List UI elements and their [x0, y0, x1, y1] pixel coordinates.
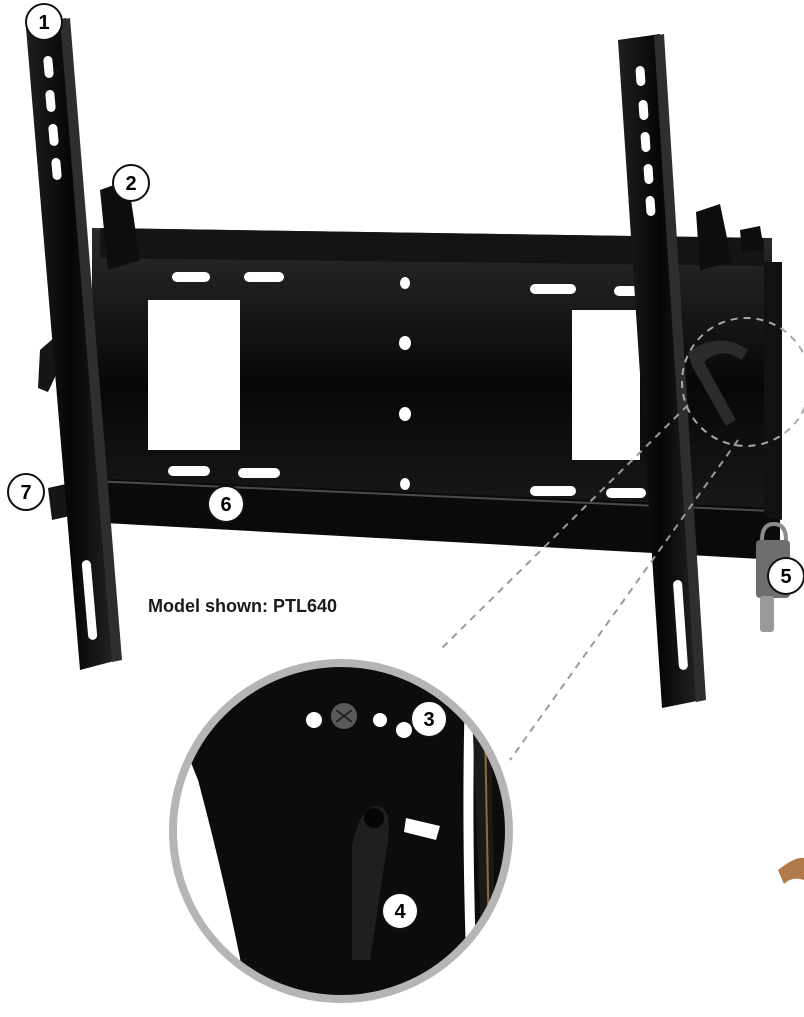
plate-cutout-left [148, 300, 240, 450]
callout-7-label: 7 [20, 482, 31, 504]
callout-6-label: 6 [220, 494, 231, 516]
callout-1: 1 [25, 3, 63, 41]
model-caption: Model shown: PTL640 [148, 596, 338, 616]
pivot-tab-right-2 [740, 226, 764, 252]
plate-center-holes [399, 277, 411, 490]
callout-4: 4 [381, 892, 419, 930]
callout-5: 5 [767, 557, 804, 595]
detail-leader-lines [439, 404, 739, 761]
wall-plate-top-rail [100, 228, 764, 266]
callout-2: 2 [112, 164, 150, 202]
plate-cutout-right [572, 310, 640, 460]
left-vertical-arm [26, 18, 122, 670]
callout-6: 6 [207, 485, 245, 523]
detail-highlight-circle [681, 317, 804, 447]
detail-slot [404, 818, 440, 840]
callout-4-label: 4 [394, 901, 406, 923]
pivot-tab-right [696, 204, 732, 270]
callout-5-label: 5 [780, 566, 791, 588]
callout-7: 7 [7, 473, 45, 511]
wall-plate-bottom-rail [86, 478, 780, 560]
callout-3: 3 [410, 700, 448, 738]
tilt-lever-right [688, 340, 748, 426]
partial-object-right [778, 857, 804, 884]
wall-plate-body [92, 228, 772, 540]
right-vertical-arm [618, 34, 706, 708]
bracket-hook-left [48, 484, 70, 520]
right-arm-slots [635, 65, 688, 670]
detail-magnifier [169, 659, 513, 1003]
pivot-tab-left [100, 180, 140, 270]
left-arm-slots [43, 55, 98, 640]
wall-plate-right-end [764, 262, 782, 520]
detail-bracket [173, 663, 509, 999]
callout-3-label: 3 [423, 709, 434, 731]
callout-1-label: 1 [38, 12, 49, 34]
detail-lever [352, 806, 389, 960]
callout-2-label: 2 [125, 173, 136, 195]
plate-slots [168, 272, 650, 498]
